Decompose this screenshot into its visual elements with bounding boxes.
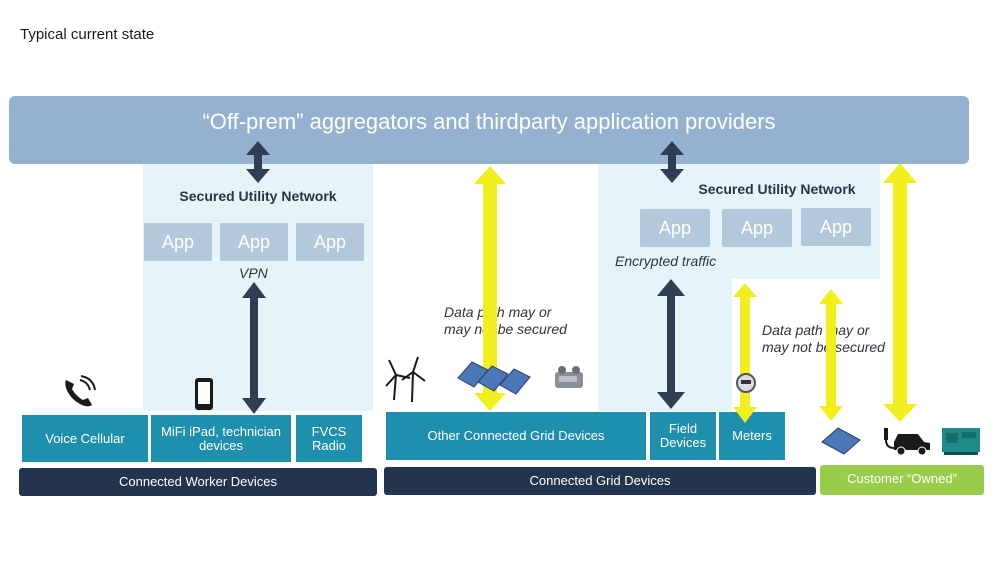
tablet-icon — [195, 378, 213, 410]
right-app-3: App — [801, 208, 871, 246]
tile-field-devices: Field Devices — [650, 412, 716, 460]
vpn-label: VPN — [239, 265, 268, 281]
data-path-note-1-line2: may not be secured — [444, 321, 567, 337]
bottom-bar-worker: Connected Worker Devices — [19, 468, 377, 496]
tile-other-grid-devices: Other Connected Grid Devices — [386, 412, 646, 460]
tile-field-line2: Devices — [659, 435, 707, 450]
arrow-top-left — [246, 141, 270, 183]
left-app-1: App — [144, 223, 212, 261]
tile-fvcs-line1: FVCS — [311, 423, 347, 439]
tile-fvcs-radio: FVCS Radio — [296, 415, 362, 462]
right-secured-zone-bottom — [598, 278, 732, 411]
right-app-1: App — [640, 209, 710, 247]
tile-voice-cellular-label: Voice Cellular — [45, 430, 125, 446]
data-path-note-2-line2: may not be secured — [762, 339, 885, 355]
bottom-bar-customer: Customer “Owned” — [820, 465, 984, 495]
right-zone-title: Secured Utility Network — [698, 181, 856, 197]
ev-car-icon — [884, 428, 930, 456]
wind-turbine-icon — [385, 356, 426, 403]
arrow-encrypted — [657, 279, 685, 409]
tile-other-grid-label: Other Connected Grid Devices — [427, 428, 605, 443]
data-path-note-1-line1: Data path may or — [444, 304, 552, 320]
page-title: Typical current state — [20, 26, 155, 43]
meter-icon — [736, 373, 756, 393]
top-bar: “Off-prem” aggregators and thirdparty ap… — [9, 96, 969, 164]
arrow-yellow-meters — [733, 283, 757, 423]
arrow-yellow-customer-1 — [819, 289, 843, 421]
left-app-3: App — [296, 223, 364, 261]
customer-solar-icon — [821, 427, 861, 455]
transformer-icon — [555, 366, 583, 388]
left-app-2: App — [220, 223, 288, 261]
tile-field-line1: Field — [668, 421, 698, 436]
tile-mifi: MiFi iPad, technician devices — [151, 415, 291, 462]
phone-icon — [65, 375, 96, 407]
bottom-bar-grid: Connected Grid Devices — [384, 467, 816, 495]
left-zone-title: Secured Utility Network — [179, 188, 337, 204]
tile-voice-cellular: Voice Cellular — [22, 415, 148, 462]
arrow-vpn — [242, 282, 266, 414]
arrow-yellow-grid — [474, 166, 506, 411]
tile-mifi-line2: devices — [198, 437, 244, 453]
generator-icon — [942, 428, 980, 455]
arrow-yellow-customer-2 — [883, 163, 917, 422]
encrypted-traffic-label: Encrypted traffic — [615, 253, 717, 269]
right-app-2: App — [722, 209, 792, 247]
tile-meters-label: Meters — [732, 428, 772, 443]
data-path-note-2-line1: Data path may or — [762, 322, 870, 338]
solar-panel-icon — [457, 361, 531, 395]
tile-meters: Meters — [719, 412, 785, 460]
tile-fvcs-line2: Radio — [312, 437, 346, 453]
arrow-top-right — [660, 141, 684, 183]
tile-mifi-line1: MiFi iPad, technician — [161, 423, 281, 439]
